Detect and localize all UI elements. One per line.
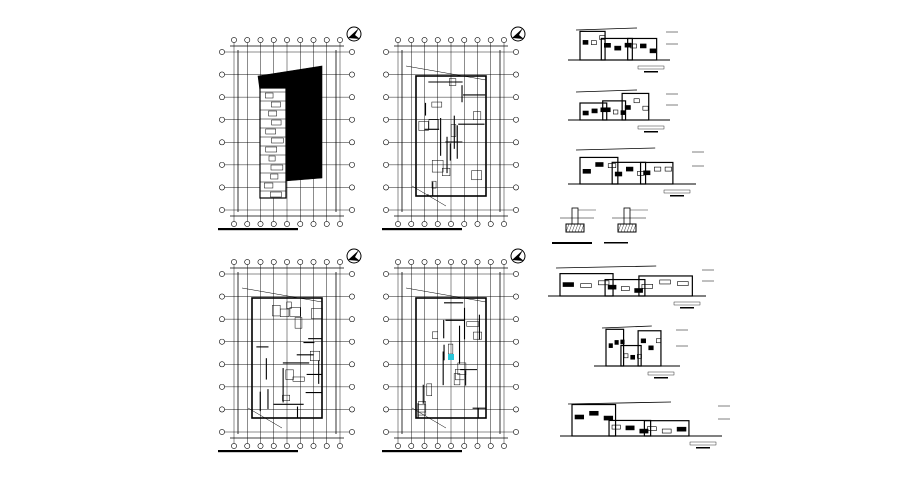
elevation-drawing	[568, 147, 704, 197]
floor-plans	[218, 26, 526, 453]
north-arrow-icon	[346, 26, 362, 42]
floor-plan	[218, 248, 362, 453]
north-arrow-icon	[510, 26, 526, 42]
footing-detail	[560, 207, 596, 233]
elevations	[548, 27, 730, 449]
footing-details	[552, 207, 648, 244]
elevation-drawing	[568, 27, 678, 73]
floor-plan	[218, 26, 362, 231]
floor-plan	[382, 26, 526, 231]
footing-detail	[612, 207, 648, 233]
north-arrow-icon	[346, 248, 362, 264]
elevation-drawing	[568, 89, 678, 133]
floor-plan	[382, 248, 526, 453]
north-arrow-icon	[510, 248, 526, 264]
elevation-drawing	[560, 401, 730, 449]
elevation-drawing	[594, 325, 688, 379]
elevation-drawing	[548, 265, 714, 309]
